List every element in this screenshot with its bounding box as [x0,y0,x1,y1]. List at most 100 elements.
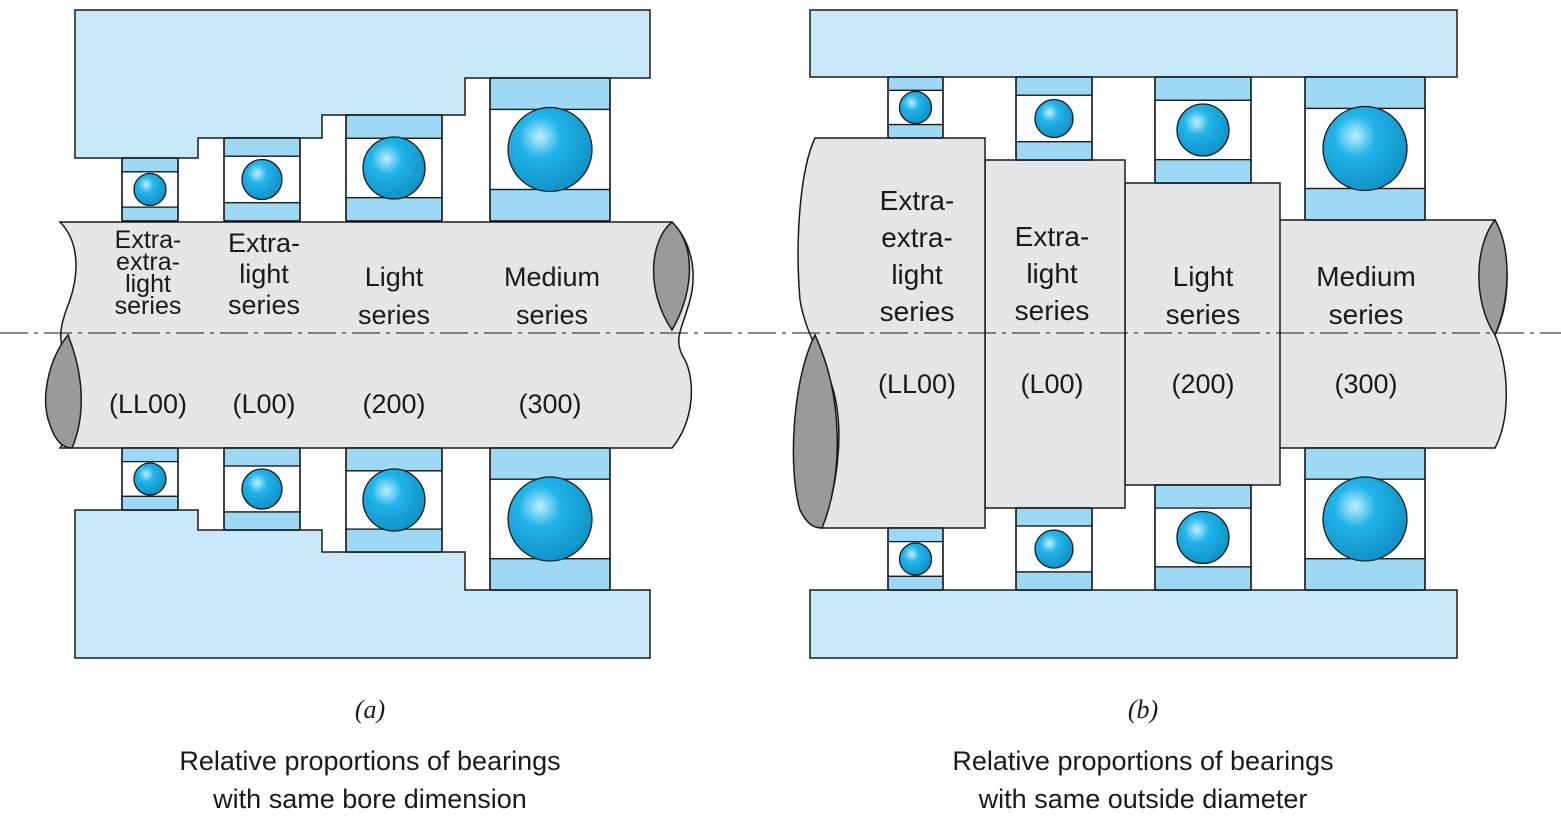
panel-b-bearing-bottom-3 [1154,484,1252,591]
panel-b-bearing-bottom-1-inner-race [887,575,944,591]
panel-b-bearing-top-4-ball [1322,105,1408,192]
panel-b-series-1-name-line-2: extra- [881,222,953,253]
panel-b-bearing-bottom-2 [1015,507,1093,591]
panel-a-bearing-bottom-4-ball [507,476,593,562]
panel-b-bearing-top-3-ball [1176,103,1230,157]
panel-b-bearing-bottom-3-ball [1176,510,1230,565]
panel-a-bearing-top-4-ball [507,106,593,193]
panel-a-series-3-name-line-2: series [358,300,430,330]
panel-a-bearing-bottom-3-inner-race [345,528,443,553]
panel-b-bearing-top-3-inner-race [1154,159,1252,184]
panel-b-bearing-top-3 [1154,76,1252,184]
panel-a-series-1-code: (LL00) [109,389,187,419]
panel-b-bearing-top-1-outer-race [887,76,944,92]
panel-b-bearing-top-4-inner-race [1304,187,1426,221]
panel-a-bearing-bottom-1-frame [121,447,179,511]
panel-b-bearing-bottom-4-frame [1304,447,1426,591]
panel-b-caption-line-1: Relative proportions of bearings [952,746,1333,776]
panel-b-bearing-top-2-ball [1034,98,1074,139]
panel-b-series-1-name-line-1: Extra- [880,185,955,216]
panel-b-shaft-step-300 [1274,219,1508,449]
panel-a-bearing-bottom-2 [223,447,301,531]
panel-a-series-3-name-line-1: Light [365,262,424,292]
panel-a-caption-line-1: Relative proportions of bearings [179,746,560,776]
panel-a-bearing-top-1-frame [121,157,179,222]
panel-a-bearing-bottom-4 [489,447,611,591]
panel-a-bearing-top-4-inner-race [489,188,611,222]
panel-a-bottom-housing [74,509,651,659]
panel-a-bearing-bottom-2-ball [241,468,283,510]
panel-a-series-4-name-line-1: Medium [504,262,600,292]
panel-a-series-1-name-line-2: extra- [116,248,180,276]
panel-b-bearing-bottom-2-outer-race [1015,507,1093,527]
panel-a-series-4-code: (300) [518,389,581,419]
panel-b-series-3-name-line-1: Light [1173,261,1234,292]
panel-a-series-4-name-line-2: series [516,300,588,330]
panel-b-bearing-bottom-1-ball [898,542,933,576]
panel-b-bearing-top-3-frame [1154,76,1252,184]
panel-b-series-1-name-line-4: series [880,296,955,327]
panel-a-bearing-top-2 [223,137,301,222]
panel-b-series-2-name-line-2: light [1026,258,1078,289]
panel-b-series-4-name-line-2: series [1329,299,1404,330]
panel-a-series-2-name-line-2: light [239,259,289,289]
panel-a: Extra-extra-lightseries(LL00)Extra-light… [44,9,694,659]
panel-a-bearing-bottom-1 [121,447,179,511]
panel-a-bearing-top-4 [489,77,611,222]
panel-a-series-1-name-line-3: light [125,270,171,298]
panel-b-bearing-top-1 [887,76,944,139]
panel-a-bearing-top-4-frame [489,77,611,222]
panel-a-bearing-top-3-inner-race [345,197,443,222]
panel-a-shaft-right-end [652,220,691,332]
panel-b-bearing-bottom-3-inner-race [1154,566,1252,591]
panel-a-bearing-top-3 [345,114,443,222]
panel-a-bearing-bottom-4-outer-race [489,447,611,480]
panel-a-bearing-bottom-1-inner-race [121,495,179,511]
panel-b-shaft-step-l00 [984,159,1126,509]
panel-b-bearing-top-1-ball [898,90,933,125]
panel-b-bearing-bottom-3-frame [1154,484,1252,591]
panel-b-bearing-bottom-4-outer-race [1304,447,1426,480]
panel-a-bearing-bottom-2-inner-race [223,511,301,531]
panel-a-bearing-bottom-1-ball [133,462,167,496]
panel-a-bearing-bottom-3 [345,447,443,553]
panel-b-series-1-code: (LL00) [878,369,956,399]
panel-a-bearing-bottom-3-ball [362,468,426,532]
panel-b-bearing-bottom-2-ball [1034,529,1074,569]
panel-a-series-2-name-line-3: series [228,290,300,320]
panel-a-bearing-bottom-4-frame [489,447,611,591]
panel-a-bearing-bottom-2-outer-race [223,447,301,467]
panel-b-series-2-code: (L00) [1020,369,1083,399]
panel-b-shaft-step-200 [1124,182,1281,486]
panel-b-series-3-code: (200) [1171,369,1234,399]
panel-b-bearing-bottom-1-frame [887,527,944,591]
panel-a-series-2-code: (L00) [232,389,295,419]
panel-a-series-1-name-line-1: Extra- [115,226,182,254]
panel-a-bearing-top-2-frame [223,137,301,222]
panel-a-shaft-left-end [44,333,82,449]
panel-a-series-2-name-line-1: Extra- [228,228,300,258]
panel-a-bearing-top-3-outer-race [345,114,443,139]
panel-b-bearing-bottom-2-frame [1015,507,1093,591]
panel-a-shaft [58,221,694,449]
panel-a-bearing-top-1-inner-race [121,206,179,222]
panel-a-bearing-bottom-2-frame [223,447,301,531]
panel-a-bearing-top-3-frame [345,114,443,222]
panel-b-bearing-bottom-3-outer-race [1154,484,1252,509]
panel-b-bearing-bottom-4 [1304,447,1426,591]
panel-b-bottom-housing [809,589,1458,659]
panel-a-bearing-top-2-outer-race [223,137,301,157]
panel-a-bearing-top-1 [121,157,179,222]
panel-b-caption-line-2: with same outside diameter [978,784,1308,814]
panel-b-bearing-top-1-frame [887,76,944,139]
panel-b-series-4-name-line-1: Medium [1316,261,1416,292]
panel-b-bearing-bottom-4-ball [1322,476,1408,562]
panel-b-bearing-top-2-inner-race [1015,141,1093,161]
panel-b-bearing-top-2-outer-race [1015,76,1093,96]
panel-b-bearing-top-4-outer-race [1304,76,1426,110]
panel-a-series-1-name-line-4: series [115,292,182,320]
panel-b-letter: (b) [1128,695,1158,724]
panel-b-top-housing [809,9,1458,78]
panel-a-bearing-top-3-ball [362,136,426,200]
panel-b-series-3-name-line-2: series [1166,299,1241,330]
